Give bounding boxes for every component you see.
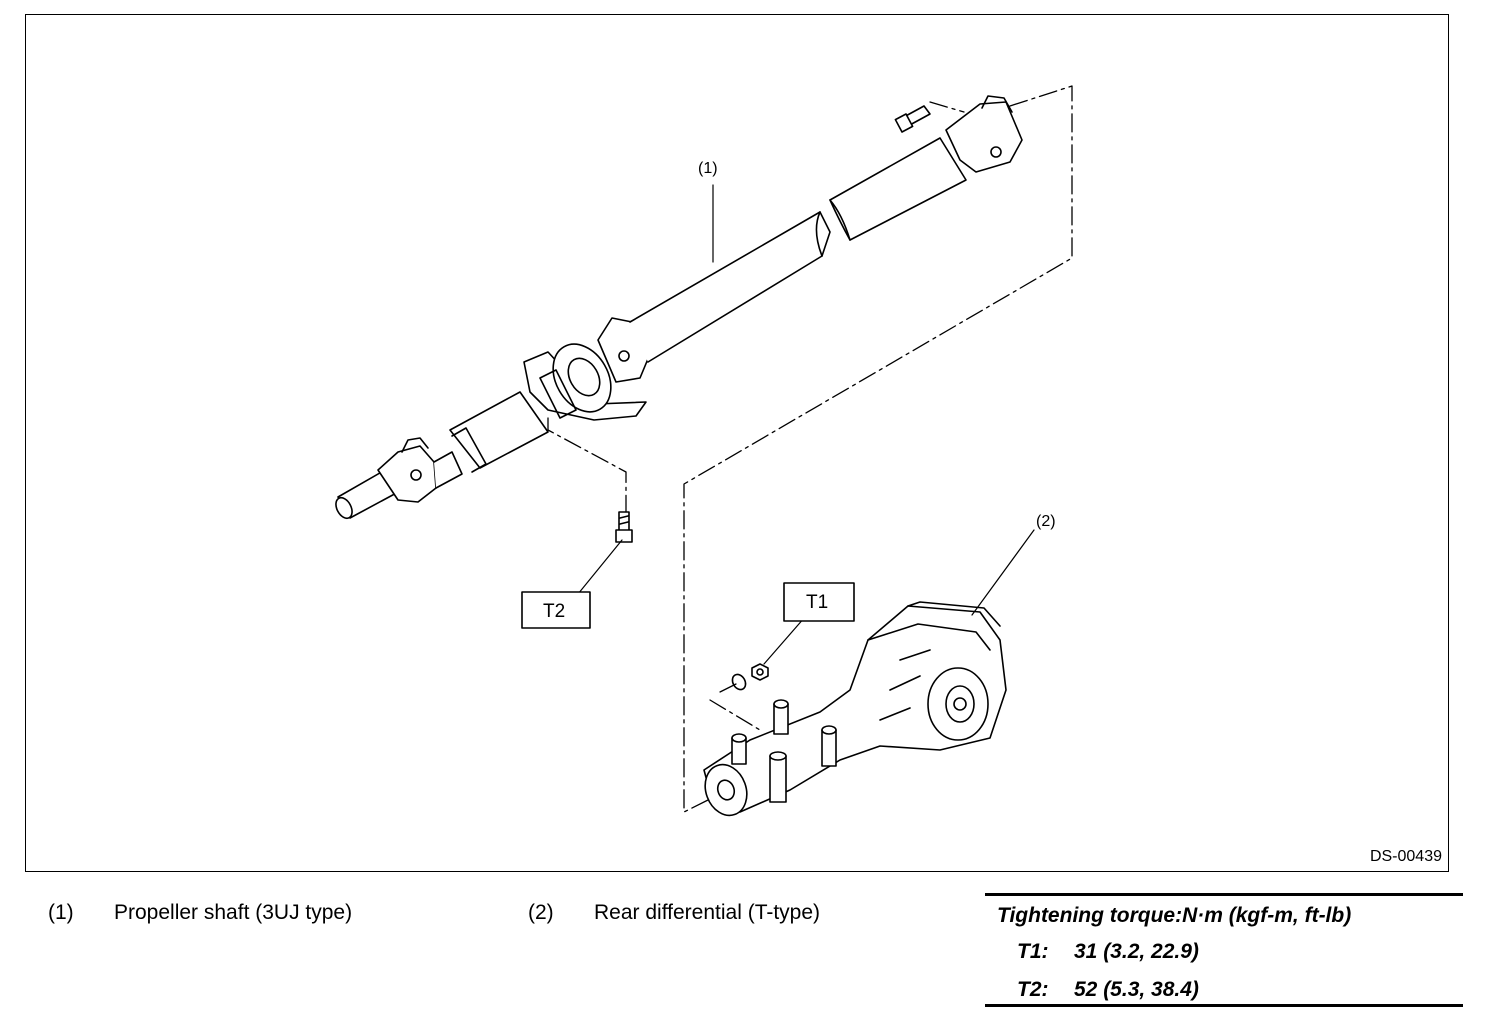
washer-and-nut (731, 663, 769, 691)
legend-number: (1) (48, 901, 74, 924)
center-bearing-bolt (615, 511, 633, 543)
rear-differential (703, 601, 1007, 817)
torque-key: T1: (1017, 940, 1049, 963)
callout-1: (1) (698, 160, 718, 177)
tag-label-t1: T1 (806, 592, 828, 613)
center-bearing (523, 343, 647, 421)
torque-table: Tightening torque:N·m (kgf-m, ft-lb) T1:… (985, 893, 1463, 1007)
propeller-shaft (335, 95, 1023, 520)
legend-text: Rear differential (T-type) (594, 901, 821, 924)
tag-box-t1 (783, 582, 855, 622)
legend-number: (2) (528, 901, 554, 924)
torque-key: T2: (1017, 978, 1049, 1001)
torque-title: Tightening torque:N·m (kgf-m, ft-lb) (997, 904, 1352, 927)
torque-value: 31 (3.2, 22.9) (1074, 940, 1199, 963)
assembly-lines (547, 85, 1073, 813)
figure-frame (25, 14, 1449, 872)
legend-text: Propeller shaft (3UJ type) (114, 901, 353, 924)
torque-value: 52 (5.3, 38.4) (1074, 978, 1199, 1001)
tag-label-t2: T2 (543, 601, 565, 622)
figure-code: DS-00439 (1369, 848, 1442, 865)
exploded-view-diagram: (1) (2) T1 T2 (335, 85, 1073, 817)
callout-2: (2) (1036, 513, 1056, 530)
leader-lines (577, 184, 1035, 665)
tag-box-t2 (521, 591, 591, 629)
rear-flange-bolt (894, 105, 931, 133)
